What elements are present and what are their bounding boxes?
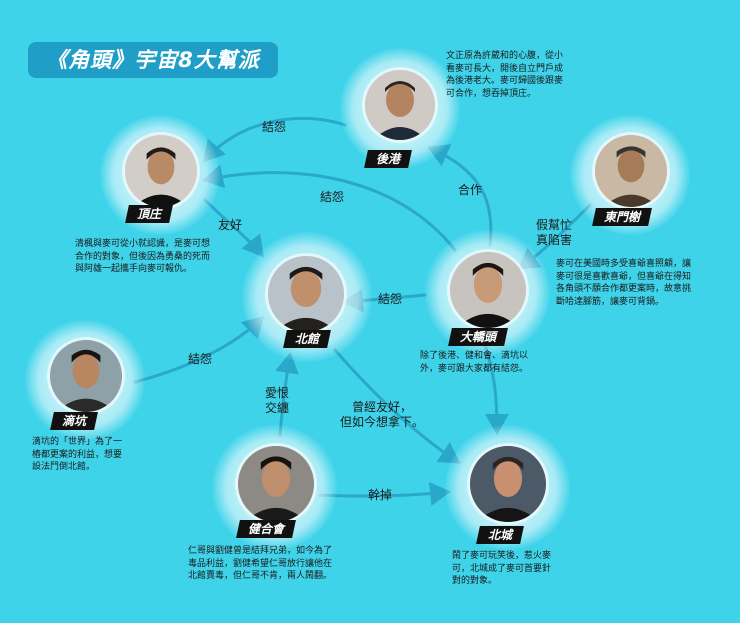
- relation-label: 曾經友好，但如今想拿下。: [340, 400, 425, 429]
- desc-dongmenxie: 麥可在美國時多受喜爺喜照顧，讓 麥可很是喜歡喜爺，但喜爺在得知 各角頭不願合作都…: [556, 259, 692, 307]
- page-title: 《角頭》宇宙8大幫派: [28, 42, 278, 78]
- portrait-beicheng: [470, 446, 546, 522]
- portrait-beiguan: [268, 256, 344, 332]
- relation-label: 結怨: [188, 352, 213, 366]
- desc-dabaotou: 除了後港、健和會、滴坑以 外，麥可跟大家都有結怨。: [420, 351, 529, 374]
- portrait-jianhehui: [238, 446, 314, 522]
- relation-label: 幹掉: [368, 488, 393, 502]
- relation-label: 假幫忙真陷害: [536, 218, 573, 247]
- relation-label: 合作: [458, 183, 483, 197]
- portrait-hougang: [365, 70, 435, 140]
- desc-beicheng: 鬧了麥可玩笑後，惹火麥 可，北城成了麥可首要針 對的對象。: [452, 551, 552, 586]
- relation-label: 結怨: [262, 120, 287, 134]
- desc-jianhehui: 仁哥與劉健曾是結拜兄弟，如今為了 毒品利益，劉健希望仁哥放行讓他在 北館賣毒，但…: [188, 546, 333, 581]
- portrait-dikeng: [50, 340, 122, 412]
- tag-beicheng: 北城: [476, 526, 524, 544]
- relation-label: 友好: [218, 218, 243, 232]
- desc-dingzhuang: 清楓與麥可從小就認識，是麥可想 合作的對象，但後因為勇桑的死而 與阿雄一起攜手向…: [75, 239, 211, 274]
- tag-jianhehui: 健合會: [236, 520, 296, 538]
- tag-dabaotou: 大轎頭: [448, 328, 508, 346]
- relation-label: 結怨: [320, 190, 345, 204]
- desc-dikeng: 滴坑的「世界」為了一 樁都更案的利益，想要 設法鬥倒北館。: [32, 437, 123, 472]
- relation-label: 結怨: [378, 292, 403, 306]
- desc-hougang: 文正原為許葳和的心腹，從小 看麥可長大，開後自立門戶成 為後港老大。麥可歸國後跟…: [446, 51, 564, 99]
- arrow-beiguan-beicheng: [333, 348, 461, 464]
- tag-dingzhuang: 頂庄: [125, 205, 173, 223]
- arrow-dabaotou-dingzhuang: [202, 164, 457, 252]
- tag-hougang: 後港: [364, 150, 412, 168]
- portrait-dingzhuang: [125, 135, 197, 207]
- arrow-hougang-dingzhuang: [203, 116, 347, 163]
- portrait-dabaotou: [450, 252, 526, 328]
- tag-dongmenxie: 東門榭: [592, 208, 652, 226]
- tag-dikeng: 滴坑: [50, 412, 98, 430]
- relation-label: 愛恨交纏: [265, 386, 290, 415]
- arrow-dikeng-beiguan: [133, 315, 265, 384]
- tag-beiguan: 北館: [283, 330, 331, 348]
- portrait-dongmenxie: [595, 135, 667, 207]
